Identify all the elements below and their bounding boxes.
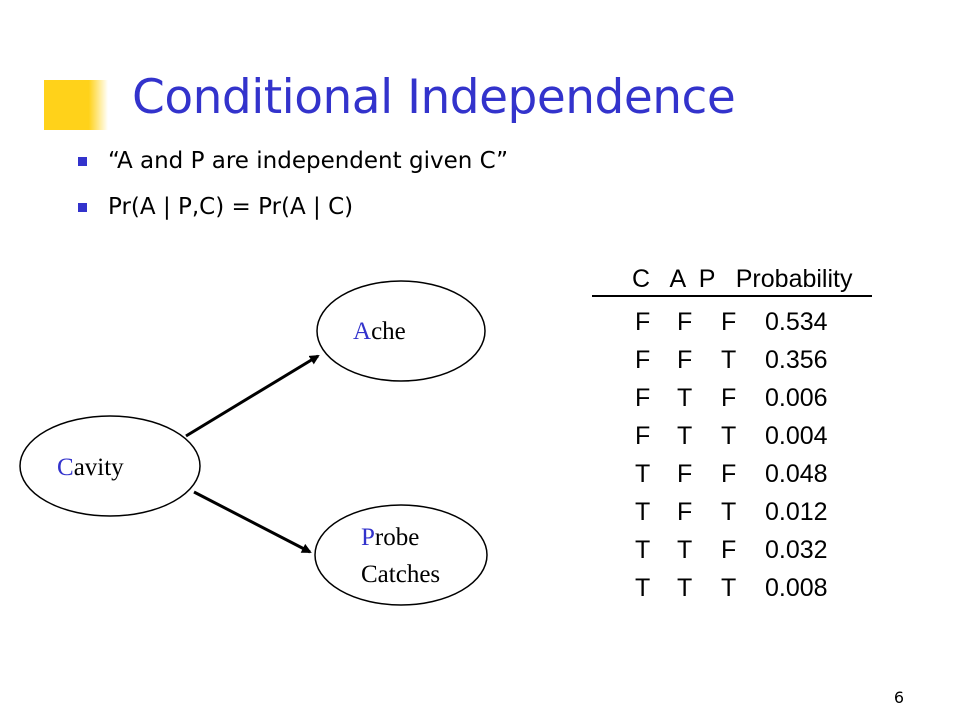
cell-c: F	[635, 422, 651, 450]
node-ache	[316, 280, 486, 382]
node-label-catches: Catches	[361, 561, 440, 588]
bullet-square-icon	[78, 203, 87, 212]
slide-title: Conditional Independence	[132, 70, 736, 125]
cell-p: T	[721, 498, 737, 526]
cell-c: T	[635, 498, 651, 526]
page-number: 6	[893, 688, 904, 707]
bullet-text: Pr(A | P,C) = Pr(A | C)	[108, 194, 354, 220]
cell-p: F	[721, 384, 737, 412]
bullet-square-icon	[78, 157, 87, 166]
cell-p: T	[721, 574, 737, 602]
cell-prob: 0.048	[765, 460, 828, 488]
cell-a: T	[677, 422, 693, 450]
cell-a: T	[677, 384, 693, 412]
cell-prob: 0.356	[765, 346, 828, 374]
edge-cavity-probe	[193, 490, 312, 554]
table-header-rule	[592, 295, 872, 297]
cell-prob: 0.032	[765, 536, 828, 564]
cell-a: T	[677, 574, 693, 602]
cell-c: F	[635, 308, 651, 336]
bullet-list: “A and P are independent given C” Pr(A |…	[78, 138, 508, 230]
cell-a: F	[677, 498, 693, 526]
cell-a: F	[677, 460, 693, 488]
edge-cavity-ache	[185, 354, 320, 438]
cell-a: F	[677, 308, 693, 336]
cell-prob: 0.006	[765, 384, 828, 412]
cell-p: F	[721, 308, 737, 336]
node-cavity	[19, 415, 201, 517]
cell-c: F	[635, 384, 651, 412]
bullet-item: Pr(A | P,C) = Pr(A | C)	[78, 184, 508, 230]
node-probe-catches	[314, 504, 488, 606]
cell-p: F	[721, 460, 737, 488]
cell-c: F	[635, 346, 651, 374]
cell-c: T	[635, 574, 651, 602]
node-label-probe: Probe	[361, 524, 419, 551]
node-label-cavity: Cavity	[57, 454, 124, 481]
bullet-text: “A and P are independent given C”	[108, 148, 509, 174]
cell-a: F	[677, 346, 693, 374]
cell-prob: 0.008	[765, 574, 828, 602]
cell-a: T	[677, 536, 693, 564]
cell-prob: 0.012	[765, 498, 828, 526]
bullet-item: “A and P are independent given C”	[78, 138, 508, 184]
cell-c: T	[635, 536, 651, 564]
node-label-ache: Ache	[353, 318, 406, 345]
cell-p: F	[721, 536, 737, 564]
cell-c: T	[635, 460, 651, 488]
cell-prob: 0.534	[765, 308, 828, 336]
title-accent-bar	[44, 80, 108, 130]
cell-p: T	[721, 346, 737, 374]
table-header: C A P Probability	[632, 265, 853, 293]
cell-prob: 0.004	[765, 422, 828, 450]
cell-p: T	[721, 422, 737, 450]
